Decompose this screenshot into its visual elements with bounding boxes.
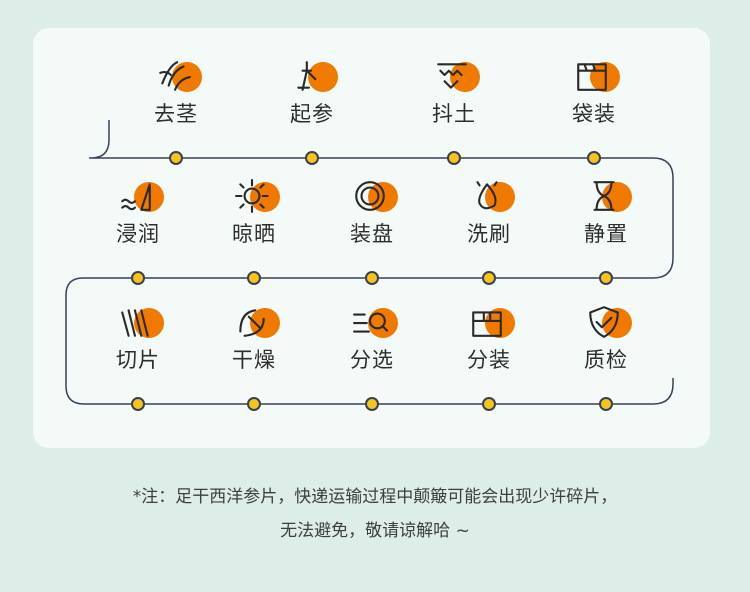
track-node — [365, 271, 379, 285]
slice-icon — [108, 302, 168, 346]
dig-icon — [282, 56, 342, 100]
track-node — [365, 397, 379, 411]
step-label: 洗刷 — [467, 222, 511, 246]
track-node — [447, 151, 461, 165]
track-node — [482, 271, 496, 285]
track-node — [599, 397, 613, 411]
accent-dot — [450, 62, 480, 92]
process-step-7: 装盘 — [327, 176, 417, 247]
step-label: 浸润 — [116, 222, 160, 246]
step-label: 起参 — [290, 102, 334, 126]
process-step-11: 干燥 — [209, 302, 299, 373]
step-label: 分选 — [350, 348, 394, 372]
process-step-1: 去茎 — [131, 56, 221, 127]
track-node — [305, 151, 319, 165]
process-step-5: 浸润 — [93, 176, 183, 247]
accent-dot — [368, 308, 398, 338]
track-node — [247, 397, 261, 411]
sieve-icon — [424, 56, 484, 100]
process-step-8: 洗刷 — [444, 176, 534, 247]
bag-icon — [564, 56, 624, 100]
step-label: 装盘 — [350, 222, 394, 246]
process-step-2: 起参 — [267, 56, 357, 127]
step-label: 静置 — [584, 222, 628, 246]
box-icon — [459, 302, 519, 346]
step-label: 袋装 — [572, 102, 616, 126]
process-step-6: 晾晒 — [209, 176, 299, 247]
track-node — [599, 271, 613, 285]
step-label: 切片 — [116, 348, 160, 372]
step-label: 去茎 — [154, 102, 198, 126]
track-node — [131, 271, 145, 285]
process-step-10: 切片 — [93, 302, 183, 373]
track-node — [169, 151, 183, 165]
step-label: 分装 — [467, 348, 511, 372]
process-step-3: 抖土 — [409, 56, 499, 127]
process-step-12: 分选 — [327, 302, 417, 373]
process-step-13: 分装 — [444, 302, 534, 373]
process-step-4: 袋装 — [549, 56, 639, 127]
track-line — [65, 120, 674, 405]
hourglass-icon — [576, 176, 636, 220]
dry-icon — [224, 302, 284, 346]
note-line-2: 无法避免，敬请谅解哈 ~ — [280, 521, 470, 541]
sort-icon — [342, 302, 402, 346]
plate-icon — [342, 176, 402, 220]
track-node — [247, 271, 261, 285]
track-node — [482, 397, 496, 411]
process-step-9: 静置 — [561, 176, 651, 247]
process-card: 去茎 起参 抖土 袋装浸润 晾晒 装盘 洗刷 静置切片 干燥 分选 分装 质检 — [33, 28, 710, 448]
shield-check-icon — [576, 302, 636, 346]
track-node — [587, 151, 601, 165]
process-track — [65, 120, 674, 411]
process-step-14: 质检 — [561, 302, 651, 373]
step-label: 晾晒 — [232, 222, 276, 246]
sun-icon — [224, 176, 284, 220]
step-label: 干燥 — [232, 348, 276, 372]
step-label: 质检 — [584, 348, 628, 372]
water-drop-icon — [459, 176, 519, 220]
stem-icon — [146, 56, 206, 100]
note-line-1: *注：足干西洋参片，快递运输过程中颠簸可能会出现少许碎片， — [132, 487, 618, 507]
track-node — [131, 397, 145, 411]
soak-icon — [108, 176, 168, 220]
step-label: 抖土 — [432, 102, 476, 126]
